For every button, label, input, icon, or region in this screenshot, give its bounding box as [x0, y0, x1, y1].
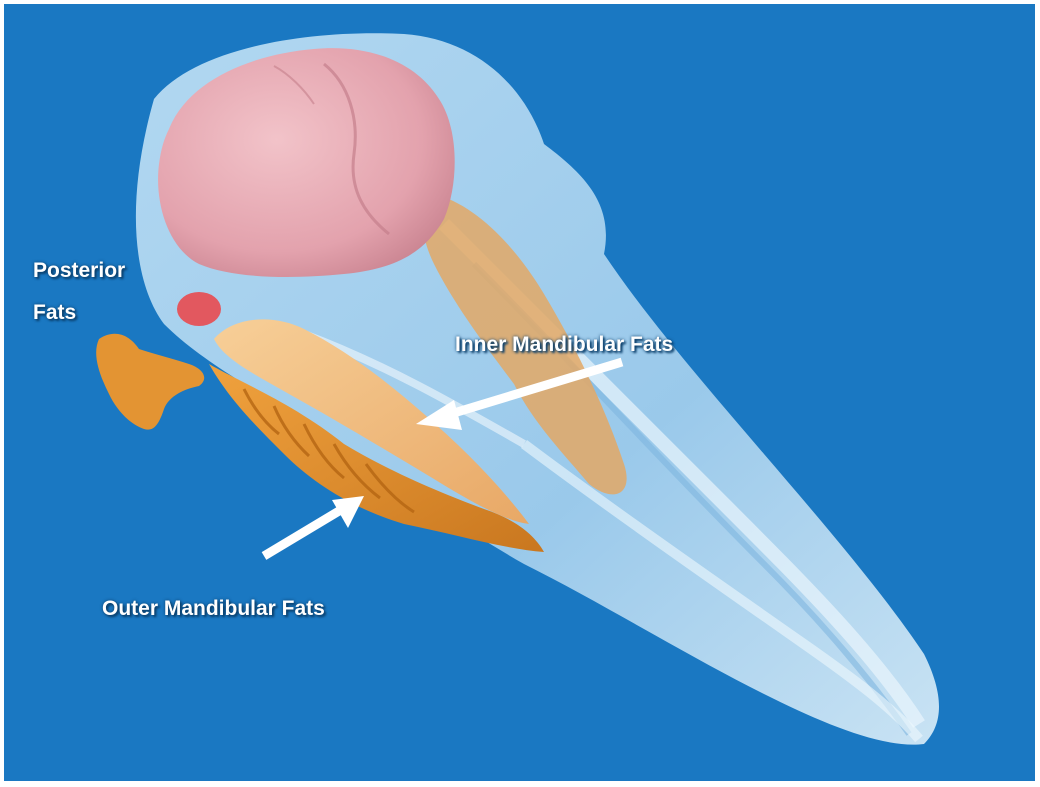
posterior-fats	[96, 334, 204, 430]
posterior-fats-label-line2: Fats	[33, 302, 76, 323]
inner-mandibular-fats-label: Inner Mandibular Fats	[455, 334, 673, 355]
image-frame: Posterior Fats Inner Mandibular Fats Out…	[4, 4, 1035, 781]
red-spot	[177, 292, 221, 326]
outer-mandibular-fats-label: Outer Mandibular Fats	[102, 598, 325, 619]
arrow-outer	[264, 496, 364, 556]
skull-scene	[4, 4, 1035, 781]
posterior-fats-label-line1: Posterior	[33, 260, 125, 281]
